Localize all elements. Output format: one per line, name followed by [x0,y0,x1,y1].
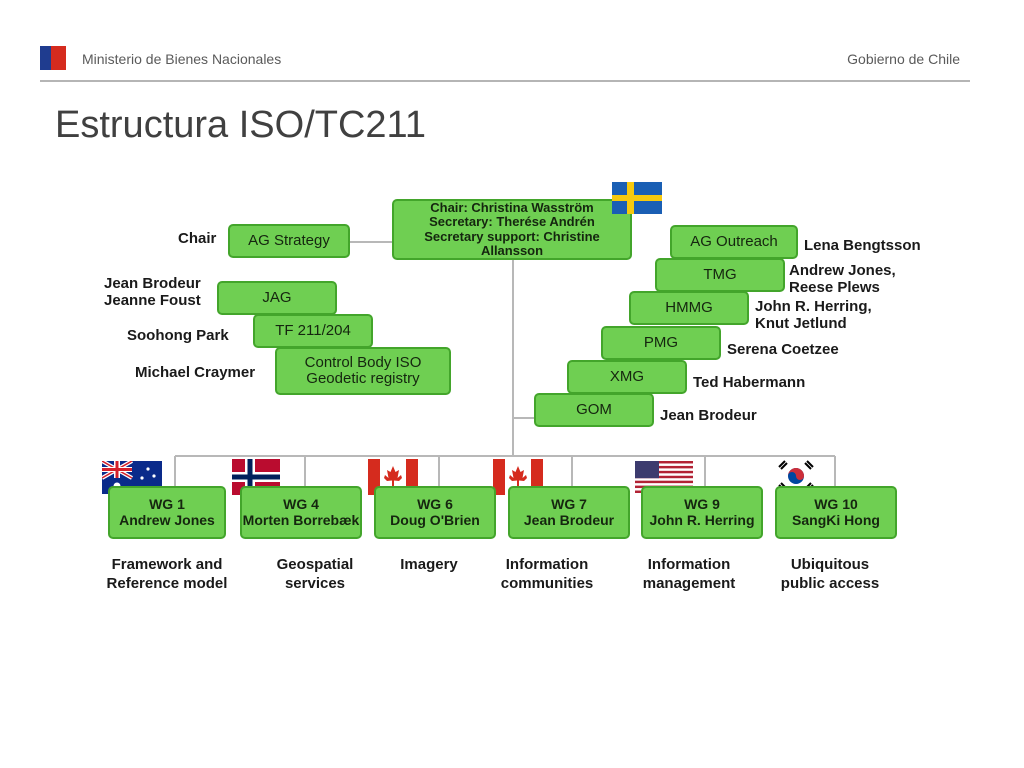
control-body-box: Control Body ISO Geodetic registry [275,347,451,395]
ag-outreach-box: AG Outreach [670,225,798,259]
tf-211-204-box: TF 211/204 [253,314,373,348]
pmg-box: PMG [601,326,721,360]
header-divider [40,80,970,82]
gom-box: GOM [534,393,654,427]
header-ministry: Ministerio de Bienes Nacionales [82,51,282,67]
hmmg-box: HMMG [629,291,749,325]
wg-9-box: WG 9 John R. Herring [641,486,763,539]
wg-9-topic: Information management [642,556,736,592]
wg-4-topic: Geospatial services [276,556,354,592]
ag-outreach-person: Lena Bengtsson [804,237,921,254]
gom-person: Jean Brodeur [660,407,757,424]
tmg-person: Andrew Jones, Reese Plews [789,262,896,297]
control-body-person: Michael Craymer [135,364,256,381]
header-government: Gobierno de Chile [847,51,960,67]
wg-10-box: WG 10 SangKi Hong [775,486,897,539]
wg-1-box: WG 1 Andrew Jones [108,486,226,539]
tmg-box: TMG [655,258,785,292]
sweden-flag-icon [612,182,662,214]
wg-6-topic: Imagery [400,556,458,573]
xmg-box: XMG [567,360,687,394]
jag-box: JAG [217,281,337,315]
hmmg-person: John R. Herring, Knut Jetlund [755,298,872,333]
wg-1-topic: Framework and Reference model [106,556,228,592]
slide-title: Estructura ISO/TC211 [55,104,426,146]
jag-person: Jean Brodeur Jeanne Foust [104,275,201,310]
chile-flag-logo [40,46,66,70]
chair-secretariat-box: Chair: Christina Wasström Secretary: The… [392,199,632,260]
connector-lines [174,241,836,488]
ag-strategy-box: AG Strategy [228,224,350,258]
wg-7-box: WG 7 Jean Brodeur [508,486,630,539]
wg-6-box: WG 6 Doug O'Brien [374,486,496,539]
pmg-person: Serena Coetzee [727,341,839,358]
wg-7-topic: Information communities [500,556,594,592]
org-chart: Chair: Christina Wasström Secretary: The… [95,178,925,618]
ag-strategy-person: Chair [178,230,217,247]
tf-211-204-person: Soohong Park [127,327,229,344]
xmg-person: Ted Habermann [693,374,806,391]
wg-4-box: WG 4 Morten Borrebæk [240,486,362,539]
wg-10-topic: Ubiquitous public access [780,556,880,592]
